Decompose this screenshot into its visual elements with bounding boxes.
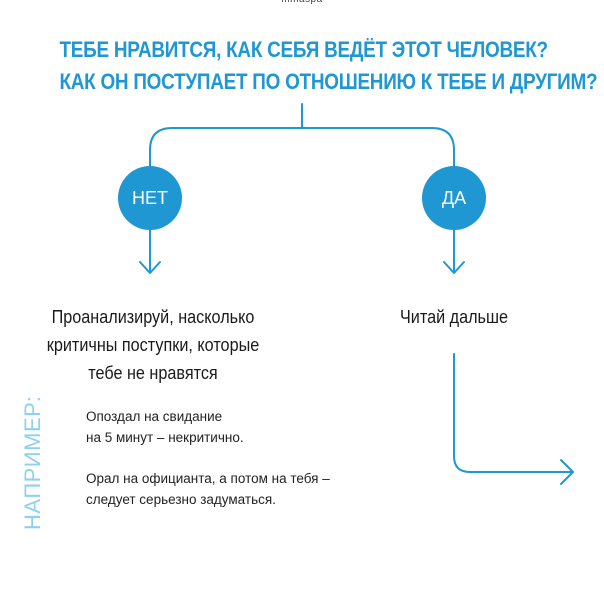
brand-caption: mmaspa xyxy=(0,0,604,5)
example-item-1: Опоздал на свидание на 5 минут – некрити… xyxy=(86,406,244,448)
yes-result-text: Читай дальше xyxy=(399,307,508,327)
question-line-2: Как он поступает по отношению к тебе и д… xyxy=(59,69,598,94)
example-item-1-line-2: на 5 минут – некритично. xyxy=(86,430,244,445)
example-label: НАПРИМЕР: xyxy=(20,395,45,530)
no-circle xyxy=(118,166,182,230)
no-label: НЕТ xyxy=(132,188,168,208)
question-heading: Тебе нравится, как себя ведёт этот челов… xyxy=(59,34,598,98)
no-result-text: Проанализируй, насколько критичны поступ… xyxy=(15,303,290,387)
example-item-2: Орал на официанта, а потом на тебя – сле… xyxy=(86,468,330,510)
yes-arrow-head-icon xyxy=(443,261,465,274)
continue-arrow-head-icon xyxy=(560,459,574,485)
continue-arrow-line xyxy=(453,353,573,473)
yes-circle xyxy=(422,166,486,230)
question-line-1: Тебе нравится, как себя ведёт этот челов… xyxy=(59,37,548,62)
no-result-line-1: Проанализируй, насколько xyxy=(51,307,255,327)
example-item-2-line-1: Орал на официанта, а потом на тебя – xyxy=(86,471,330,486)
no-result-line-2: критичны поступки, которые xyxy=(46,335,260,355)
no-arrow-head-icon xyxy=(139,261,161,274)
yes-label: ДА xyxy=(441,188,467,208)
no-result-line-3: тебе не нравятся xyxy=(88,363,218,383)
example-item-2-line-2: следует серьезно задуматься. xyxy=(86,492,276,507)
example-item-1-line-1: Опоздал на свидание xyxy=(86,409,223,424)
branch-bar xyxy=(149,127,455,167)
